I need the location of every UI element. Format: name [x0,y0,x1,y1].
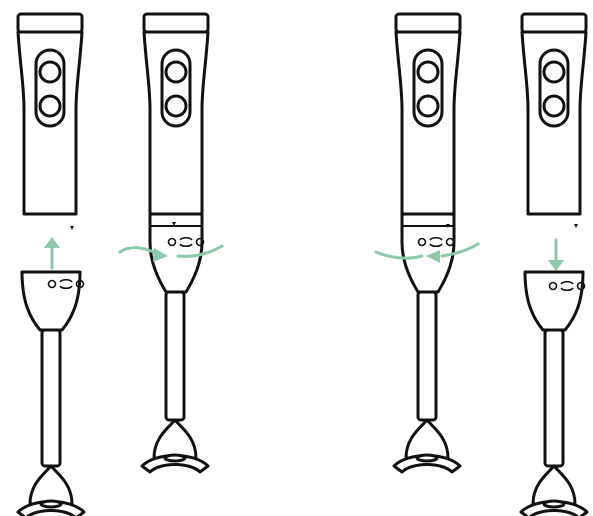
step-1-arrow-up [44,237,60,270]
step-1-blending-shaft [16,270,86,516]
step-3-rotate-left-arrow [374,242,480,263]
step-4-blending-shaft [519,270,589,516]
alignment-marker-icon [70,226,74,230]
step-1-motor-body [16,12,84,230]
step-4-arrow-down [548,238,564,271]
alignment-marker-icon [172,222,176,226]
alignment-marker-icon [446,224,450,228]
alignment-marker-icon [574,224,578,228]
step-3-assembled-blender [392,12,462,474]
step-2-assembled-blender [140,12,210,474]
step-2-rotate-right-arrow [118,244,224,262]
step-4-motor-body [520,12,588,228]
